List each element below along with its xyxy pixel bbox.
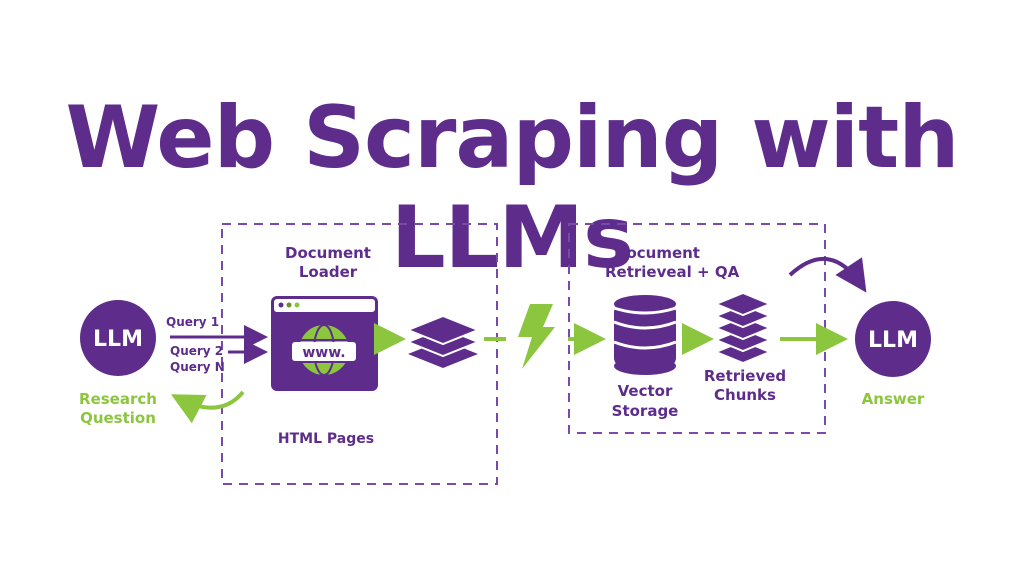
loader-title-line2: Loader [299,263,358,281]
retrieval-title-line2: Retrieveal + QA [605,263,740,281]
retrieved-chunks-line1: Retrieved [704,367,786,385]
feedback-arc-arrow [788,257,867,293]
html-pages-caption: HTML Pages [278,431,374,447]
lightning-icon [518,304,555,369]
llm-circle-right [855,301,931,377]
llm-right-label: LLM [868,328,918,353]
vector-storage-line2: Storage [612,402,679,420]
research-question-line2: Question [80,409,156,427]
page-title: Web Scraping with LLMs [65,88,959,288]
llm-left-label: LLM [93,327,143,352]
database-icon [613,295,677,375]
query-2-label: Query 2 [170,344,223,358]
browser-url-text: www. [302,345,345,361]
layers-icon [405,314,481,368]
loader-dashed-box [221,223,498,485]
retrieved-chunks-line2: Chunks [714,386,776,404]
research-question-line1: Research [79,390,157,408]
answer-caption: Answer [862,390,925,408]
return-arrow [170,390,245,424]
loader-title-line1: Document [285,244,371,262]
stacked-chunks-icon [713,291,773,365]
browser-globe-icon [271,296,378,391]
llm-circle-left [80,300,156,376]
retrieval-title-line1: Document [614,244,700,262]
vector-storage-line1: Vector [618,382,673,400]
query-1-label: Query 1 [166,315,219,329]
query-n-label: Query N [170,360,225,374]
